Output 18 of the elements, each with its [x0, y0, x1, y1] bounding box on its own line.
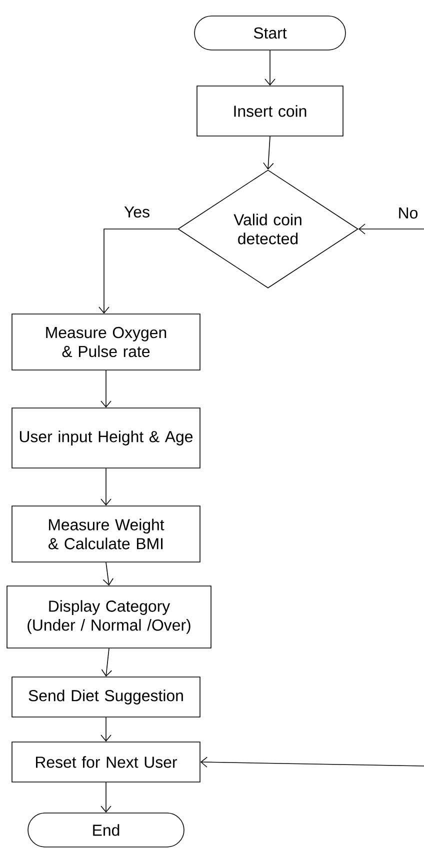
arrow [101, 648, 112, 677]
arrow [100, 717, 112, 742]
arrow [100, 782, 112, 813]
arrow [200, 756, 424, 768]
process-box: Measure Oxygen & Pulse rate [12, 314, 200, 370]
process-box: User input Height & Age [12, 408, 200, 468]
arrow [263, 136, 274, 170]
arrow [264, 50, 276, 86]
arrow [358, 224, 424, 234]
process-box: Display Category (Under / Normal /Over) [6, 586, 212, 648]
arrow [100, 370, 112, 408]
process-box: Send Diet Suggestion [12, 676, 200, 718]
arrow [98, 228, 178, 314]
arrow [100, 468, 112, 506]
process-box: Measure Weight & Calculate BMI [12, 506, 200, 562]
process-box: Reset for Next User [12, 742, 200, 782]
process-box: Insert coin [196, 86, 344, 136]
arrow [102, 562, 114, 586]
